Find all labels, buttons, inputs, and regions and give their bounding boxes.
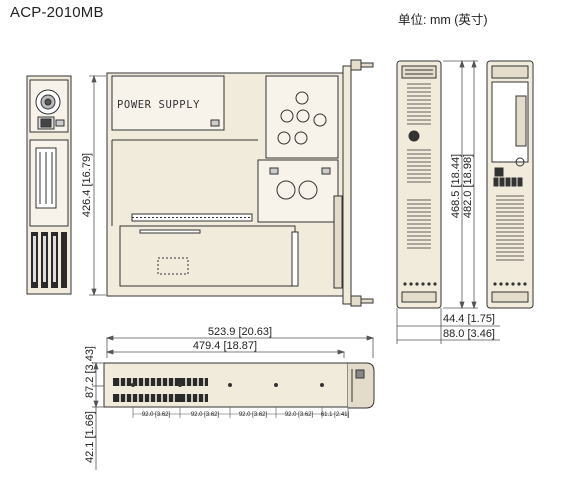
height-small-label: 44.4 [1.75] [443, 313, 495, 325]
depth-dimension [89, 74, 106, 297]
width-with-ears-label: 468.5 [18.44] [450, 154, 462, 218]
side-height-dimensions [92, 361, 104, 470]
rear-view-2 [486, 60, 534, 309]
width-with-handles-label: 482.0 [18.98] [462, 154, 474, 218]
power-supply-label: POWER SUPPLY [117, 99, 200, 111]
front-view [26, 75, 72, 295]
rear-width-dimensions [396, 308, 500, 344]
length-total-label: 523.9 [20.63] [208, 326, 272, 338]
hole-spacing-4: 92.0 [3.62] [285, 412, 314, 418]
hole-spacing-2: 92.0 [3.62] [191, 412, 220, 418]
rear-dimensions [443, 59, 478, 310]
side-length-dimensions [105, 335, 375, 358]
side-height-label: 87.2 [3.43] [84, 346, 96, 398]
length-body-label: 479.4 [18.87] [193, 340, 257, 352]
rear-view-1 [396, 60, 442, 309]
hole-spacing-dimensions [132, 407, 349, 418]
hole-spacing-1: 92.0 [3.62] [142, 412, 171, 418]
hole-spacing-3: 92.0 [3.62] [239, 412, 268, 418]
height-total-label: 88.0 [3.46] [443, 328, 495, 340]
hole-spacing-5: 61.1 [2.41] [321, 412, 350, 418]
side-view [103, 362, 375, 409]
model-title: ACP-2010MB [10, 4, 104, 21]
depth-label: 426.4 [16.79] [81, 153, 93, 217]
units-label: 单位: mm (英寸) [398, 13, 488, 27]
top-view [106, 59, 374, 307]
mount-offset-label: 42.1 [1.66] [84, 411, 96, 463]
